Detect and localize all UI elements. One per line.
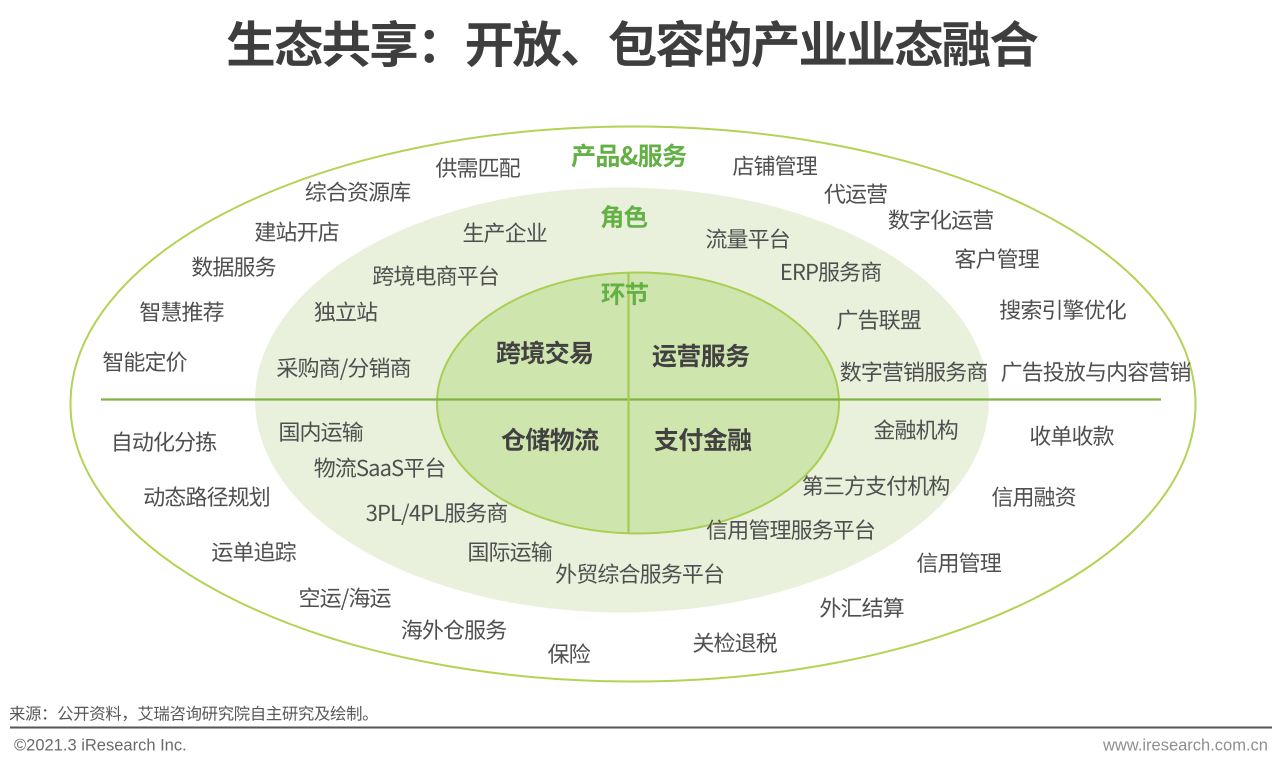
svg-text:©2021.3 iResearch Inc.: ©2021.3 iResearch Inc. <box>14 737 187 755</box>
svg-text:www.iresearch.com.cn: www.iresearch.com.cn <box>1102 737 1268 755</box>
